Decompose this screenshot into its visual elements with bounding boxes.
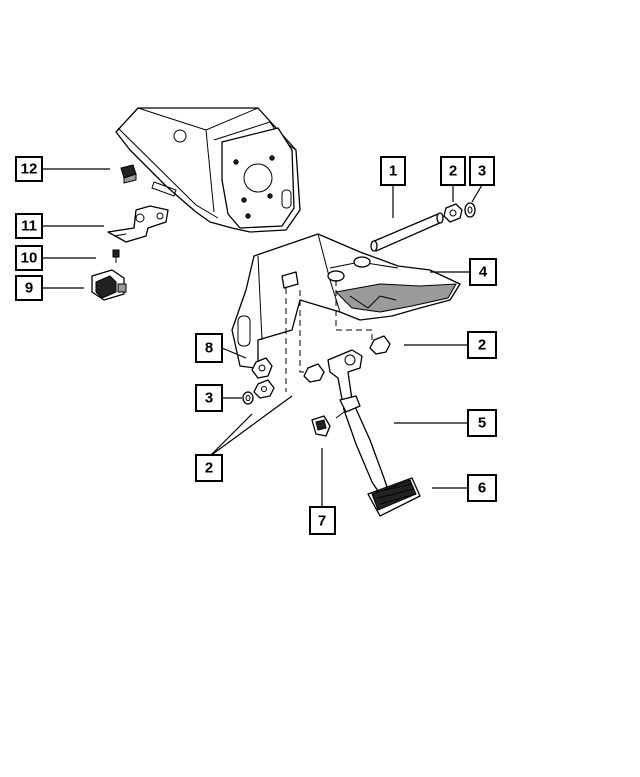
part-2-nut-pivot-right (369, 335, 391, 355)
callout-2-lower-left-label: 2 (205, 460, 213, 477)
part-2-nut-pivot-left (303, 363, 325, 383)
callout-2-top: 2 (440, 156, 466, 186)
part-10-screw (112, 249, 120, 263)
callout-4-label: 4 (479, 264, 488, 281)
part-8-nut (251, 357, 273, 379)
part-3-washer-top (464, 202, 476, 218)
callout-3-top: 3 (469, 156, 495, 186)
part-4-pedal-bracket (231, 233, 461, 371)
callout-11: 11 (15, 213, 43, 239)
callout-12-label: 12 (21, 161, 38, 178)
callout-2-right-label: 2 (478, 337, 486, 354)
part-1-pivot-shaft (370, 212, 444, 252)
part-3-washer-lower-left (242, 391, 254, 405)
callout-7: 7 (309, 506, 336, 535)
leader-lines (42, 168, 483, 507)
callout-7-label: 7 (318, 513, 326, 530)
callout-1-label: 1 (389, 163, 397, 180)
callout-12: 12 (15, 156, 43, 182)
callout-4: 4 (469, 258, 497, 286)
part-5-pedal-arm (327, 349, 389, 495)
callout-8-label: 8 (205, 340, 213, 357)
callout-2-right: 2 (467, 331, 497, 359)
callout-10: 10 (15, 245, 43, 271)
callout-9-label: 9 (25, 280, 33, 297)
callout-9: 9 (15, 275, 43, 301)
callout-8: 8 (195, 333, 223, 363)
callout-10-label: 10 (21, 250, 38, 267)
callout-6: 6 (467, 474, 497, 502)
callout-3-lower-left-label: 3 (205, 390, 213, 407)
part-9-switch (91, 269, 127, 301)
callout-5-label: 5 (478, 415, 486, 432)
callout-1: 1 (380, 156, 406, 186)
part-2-nut-top (443, 203, 463, 223)
callout-11-label: 11 (21, 218, 37, 235)
callout-6-label: 6 (478, 480, 486, 497)
part-12-clip (120, 164, 137, 184)
callout-2-top-label: 2 (449, 163, 457, 180)
callout-3-lower-left: 3 (195, 384, 223, 412)
dash-panel (115, 107, 301, 233)
callout-5: 5 (467, 409, 497, 437)
callout-3-top-label: 3 (478, 163, 486, 180)
part-7-clip (311, 415, 331, 437)
part-11-bracket (107, 205, 169, 243)
part-2-nut-lower-left (253, 379, 275, 399)
callout-2-lower-left: 2 (195, 454, 223, 482)
part-6-pedal-pad (367, 477, 421, 517)
